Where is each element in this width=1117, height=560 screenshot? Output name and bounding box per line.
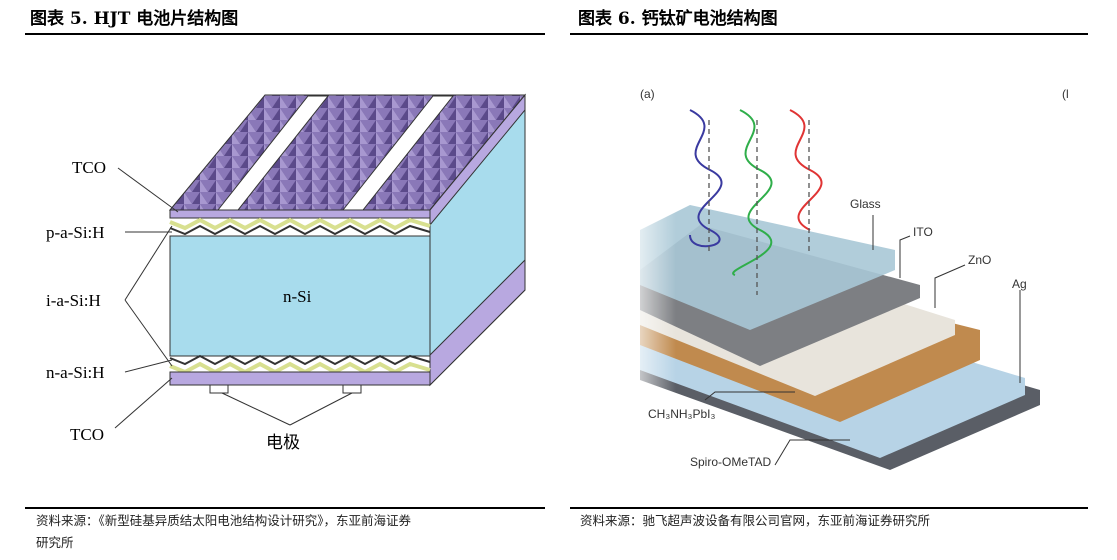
label-i-a-si: i-a-Si:H [46, 291, 101, 310]
label-n-a-si: n-a-Si:H [46, 363, 105, 382]
figure6-source: 资料来源：驰飞超声波设备有限公司官网，东亚前海证券研究所 [580, 513, 931, 528]
top-electrode [216, 95, 330, 211]
panel-label-a: (a) [640, 87, 655, 101]
label-tco-top: TCO [72, 158, 106, 177]
source-line: 资料来源：《新型硅基异质结太阳电池结构设计研究》，东亚前海证券 [36, 513, 412, 528]
green-light-wave [732, 109, 773, 276]
label-p-a-si: p-a-Si:H [46, 223, 105, 242]
tco-bottom-layer [169, 371, 431, 386]
source-line: 研究所 [36, 535, 74, 550]
panel-label-b: (l [1062, 87, 1069, 101]
label-ag: Ag [1012, 277, 1027, 291]
n-si-front [169, 235, 431, 357]
label-perovskite: CH₃NH₃PbI₃ [648, 407, 715, 421]
title-rule [570, 33, 1088, 35]
source-rule [25, 507, 545, 509]
label-spiro: Spiro-OMeTAD [690, 455, 771, 469]
label-glass: Glass [850, 197, 881, 211]
figure6-title: 图表 6. 钙钛矿电池结构图 [578, 9, 778, 29]
figure5-title: 图表 5. HJT 电池片结构图 [30, 9, 239, 29]
top-electrode [341, 95, 455, 211]
label-n-si: n-Si [283, 287, 312, 306]
label-tco-bottom: TCO [70, 425, 104, 444]
figure5-source: 资料来源：《新型硅基异质结太阳电池结构设计研究》，东亚前海证券 研究所 [36, 510, 411, 554]
bottom-electrode [209, 384, 229, 394]
label-electrode: 电极 [266, 433, 300, 453]
tco-top-layer [169, 209, 431, 219]
bottom-electrode [342, 384, 362, 394]
blue-light-wave [689, 109, 723, 248]
perovskite-diagram: (a) (l Glass ITO ZnO Ag CH₃NH₃PbI₃ Spiro… [620, 87, 1069, 470]
title-rule [25, 33, 545, 35]
hjt-diagram: TCO p-a-Si:H i-a-Si:H n-a-Si:H TCO n-Si … [46, 93, 527, 453]
label-zno: ZnO [968, 253, 991, 267]
source-rule [570, 507, 1088, 509]
label-ito: ITO [913, 225, 933, 239]
red-light-wave [789, 109, 823, 231]
